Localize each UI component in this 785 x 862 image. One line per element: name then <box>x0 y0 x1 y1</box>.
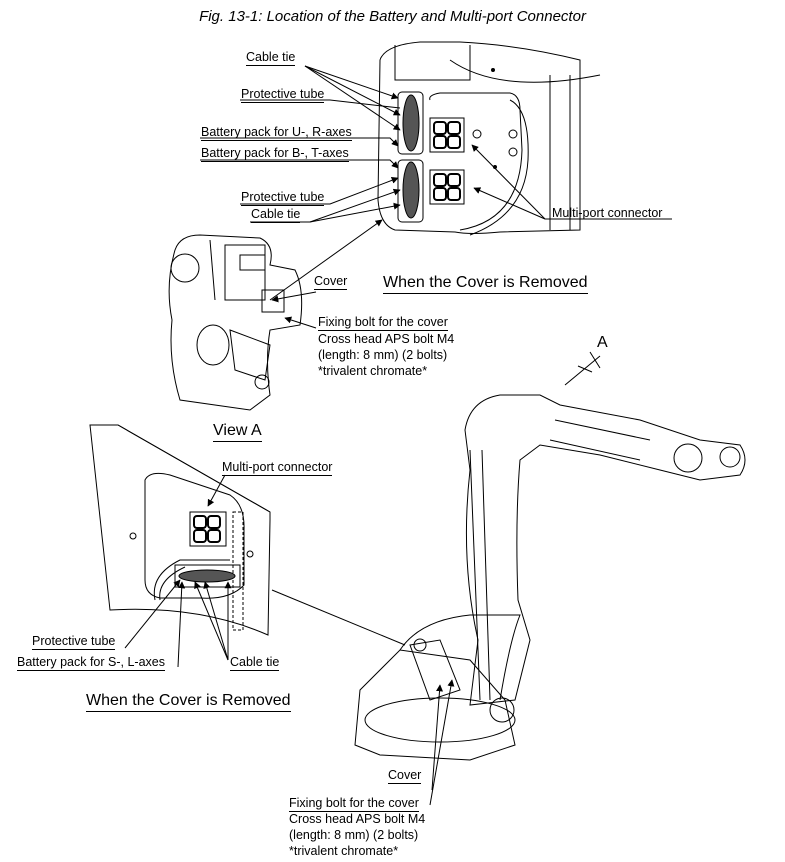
multiport-connector-lower <box>189 511 227 547</box>
label-view-arrow-a: A <box>597 334 608 351</box>
label-cable-tie-lower: Cable tie <box>230 655 280 671</box>
label-bolt-length-base: (length: 8 mm) (2 bolts) <box>289 828 419 842</box>
battery-pack-sl <box>178 569 236 583</box>
label-battery-pack-ur: Battery pack for U-, R-axes <box>201 125 352 141</box>
label-protective-tube-top: Protective tube <box>241 87 325 103</box>
view-a-arm-sketch <box>168 234 303 411</box>
label-cover-base: Cover <box>388 768 422 784</box>
label-protective-tube-lower: Protective tube <box>32 634 116 650</box>
label-cable-tie-bottom: Cable tie <box>251 207 301 223</box>
label-bolt-length-view-a: (length: 8 mm) (2 bolts) <box>318 348 448 362</box>
label-fixing-bolt-view-a: Fixing bolt for the cover <box>318 315 448 331</box>
multiport-connector-upper-2 <box>429 169 465 205</box>
caption-view-a: View A <box>213 422 262 442</box>
label-cable-tie-top: Cable tie <box>246 50 296 66</box>
label-multiport-connector-upper: Multi-port connector <box>552 206 663 220</box>
multiport-connector-upper-1 <box>429 117 465 153</box>
label-multiport-connector-lower: Multi-port connector <box>222 460 333 476</box>
lower-detail-housing <box>89 424 271 636</box>
caption-lower-cover-removed: When the Cover is Removed <box>86 692 291 712</box>
label-bolt-finish-view-a: *trivalent chromate* <box>318 364 428 378</box>
label-battery-pack-bt: Battery pack for B-, T-axes <box>201 146 349 162</box>
battery-pack-bt <box>402 161 420 219</box>
label-bolt-finish-base: *trivalent chromate* <box>289 844 399 858</box>
label-cover-view-a: Cover <box>314 274 348 290</box>
caption-upper-cover-removed: When the Cover is Removed <box>383 274 588 294</box>
battery-pack-ur <box>402 94 420 152</box>
label-battery-pack-sl: Battery pack for S-, L-axes <box>17 655 165 671</box>
label-protective-tube-bottom: Protective tube <box>241 190 325 206</box>
figure-title: Fig. 13-1: Location of the Battery and M… <box>199 8 586 25</box>
upper-detail-housing <box>377 41 601 236</box>
label-bolt-spec-base: Cross head APS bolt M4 <box>289 812 426 826</box>
label-fixing-bolt-base: Fixing bolt for the cover <box>289 796 419 812</box>
label-bolt-spec-view-a: Cross head APS bolt M4 <box>318 332 455 346</box>
robot-full-view <box>354 394 746 761</box>
